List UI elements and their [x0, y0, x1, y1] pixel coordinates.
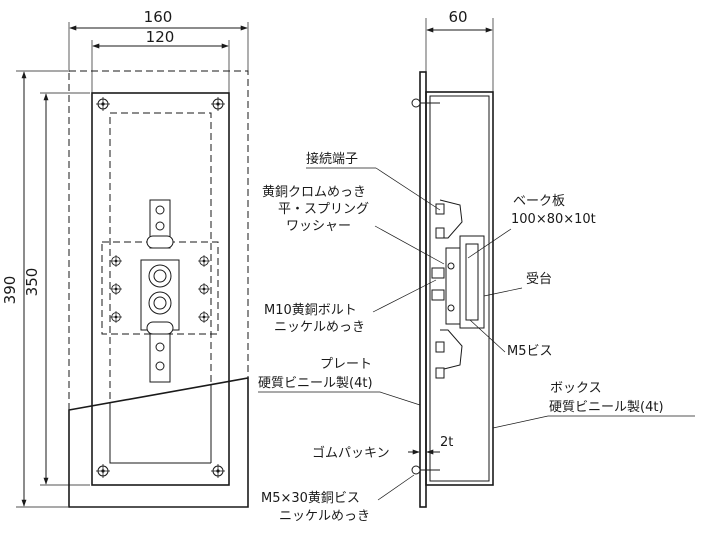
label-washer-line3: ワッシャー — [286, 219, 351, 234]
top-right-screw-icon — [211, 97, 225, 111]
dimension-height-inner: 350 — [23, 92, 90, 486]
bottom-right-screw-icon — [211, 464, 225, 478]
side-view: 60 2t — [408, 8, 494, 508]
board-screw-1-icon — [110, 255, 122, 267]
receiver-block — [459, 235, 485, 329]
board-screw-5-icon — [110, 311, 122, 323]
side-terminal-assembly — [431, 199, 485, 379]
label-washer-line2: 平・スプリング — [278, 202, 369, 217]
dimension-160-label: 160 — [144, 8, 173, 26]
label-terminal: 接続端子 — [306, 151, 358, 167]
board-screw-6-icon — [198, 311, 210, 323]
dimension-gasket: 2t — [408, 435, 453, 455]
dimension-width-inner: 120 — [91, 28, 230, 94]
label-gasket: ゴムパッキン — [312, 445, 390, 461]
top-left-screw-icon — [96, 97, 110, 111]
plate-lower-sloped — [68, 377, 249, 508]
bottom-left-screw-icon — [96, 464, 110, 478]
label-screw-line2: ニッケルめっき — [279, 509, 370, 524]
board-screw-3-icon — [110, 283, 122, 295]
label-washer-line1: 黄銅クロムめっき — [262, 185, 366, 200]
dimension-depth: 60 — [425, 8, 494, 92]
bakelite-board — [445, 247, 461, 325]
label-box-line1: ボックス — [550, 381, 602, 396]
label-plate-line1: プレート — [320, 357, 372, 372]
dimension-2t-label: 2t — [440, 435, 453, 450]
label-bolt-line1: M10黄銅ボルト — [264, 303, 357, 318]
label-screw-line1: M5×30黄銅ビス — [261, 491, 360, 506]
label-m5-screw: M5ビス — [507, 344, 553, 359]
callouts: 接続端子 黄銅クロムめっき 平・スプリング ワッシャー ベーク板 100×80×… — [258, 151, 695, 524]
side-bottom-screw-icon — [411, 465, 421, 475]
plate-outline-dashed — [68, 70, 249, 410]
dimension-60-label: 60 — [448, 8, 467, 26]
label-bolt-line2: ニッケルめっき — [274, 320, 365, 335]
dimension-height-outer: 390 — [1, 70, 68, 508]
label-plate-line2: 硬質ビニール製(4t) — [258, 376, 373, 391]
side-box — [425, 91, 494, 486]
side-top-screw-icon — [411, 98, 421, 108]
front-view: 160 120 390 350 — [1, 8, 249, 508]
dimension-width-outer: 160 — [68, 8, 249, 72]
board-screw-2-icon — [198, 255, 210, 267]
board-screw-4-icon — [198, 283, 210, 295]
label-box-line2: 硬質ビニール製(4t) — [549, 400, 664, 415]
terminal-assembly — [140, 199, 180, 383]
label-bakelite-line1: ベーク板 — [513, 194, 565, 209]
label-receiver: 受台 — [526, 272, 552, 287]
label-bakelite-line2: 100×80×10t — [511, 212, 596, 227]
dimension-120-label: 120 — [146, 28, 175, 46]
dimension-390-label: 390 — [1, 276, 19, 305]
dimension-350-label: 350 — [23, 268, 41, 297]
side-plate — [419, 71, 427, 508]
